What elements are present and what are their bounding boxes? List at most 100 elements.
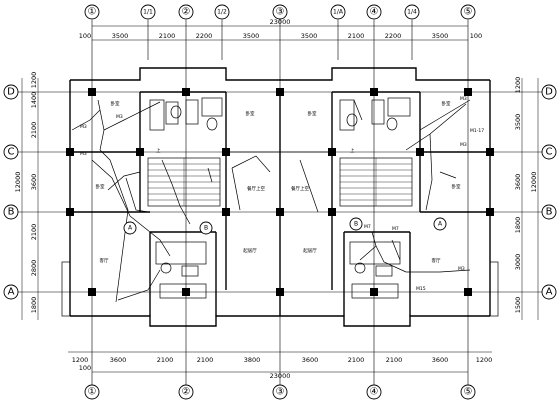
svg-text:②: ②	[182, 7, 191, 18]
svg-text:③: ③	[276, 387, 285, 398]
svg-text:2100: 2100	[30, 224, 38, 241]
svg-text:卧室: 卧室	[246, 110, 255, 117]
svg-text:C: C	[8, 147, 15, 158]
top-axis-bubbles: ① 1/1 ② 1/2 ③ 1/A ④ 1/4 ⑤	[84, 4, 476, 20]
svg-text:上: 上	[156, 147, 161, 154]
callouts: A B B A	[123, 217, 447, 235]
bathroom-fixtures	[149, 97, 411, 299]
svg-text:餐厅上空: 餐厅上空	[291, 185, 309, 192]
axis-label-1: ①	[88, 7, 97, 18]
building-walls	[61, 67, 499, 327]
svg-text:A: A	[546, 287, 553, 298]
svg-text:M7: M7	[392, 226, 399, 232]
svg-text:3500: 3500	[243, 32, 260, 40]
svg-text:100: 100	[79, 364, 91, 372]
bottom-dimensions: 1200 3600 2100 2100 3800 3600 2100 2100 …	[68, 351, 493, 380]
svg-text:1800: 1800	[514, 217, 522, 234]
svg-text:3600: 3600	[302, 356, 319, 364]
svg-text:⑤: ⑤	[464, 387, 473, 398]
svg-text:M3: M3	[116, 114, 123, 120]
svg-text:B: B	[204, 225, 208, 232]
bottom-axis-bubbles: ① ② ③ ④ ⑤	[84, 384, 476, 400]
svg-text:A: A	[128, 225, 133, 232]
svg-text:3600: 3600	[110, 356, 127, 364]
room-labels: 卧室 卧室 卧室 卧室 卧室 卧室 客厅 客厅 起居厅 起居厅 餐厅上空 餐厅上…	[96, 100, 461, 264]
svg-text:1400: 1400	[30, 92, 38, 109]
svg-text:C: C	[546, 147, 553, 158]
svg-text:A: A	[438, 221, 443, 228]
svg-text:1200: 1200	[514, 77, 522, 94]
svg-text:2200: 2200	[196, 32, 213, 40]
svg-text:④: ④	[370, 387, 379, 398]
svg-text:2100: 2100	[386, 356, 403, 364]
svg-text:A: A	[8, 287, 15, 298]
svg-text:④: ④	[370, 7, 379, 18]
svg-text:1/2: 1/2	[217, 9, 227, 16]
svg-text:3500: 3500	[432, 32, 449, 40]
svg-text:M15: M15	[416, 286, 426, 292]
svg-text:M1-17: M1-17	[470, 128, 484, 134]
stairs-left	[147, 157, 221, 207]
svg-text:M3: M3	[80, 151, 87, 157]
svg-text:卧室: 卧室	[96, 183, 105, 190]
left-dimensions: 12000 1200 1400 2100 3600 2100 2800 1800	[14, 72, 39, 320]
svg-text:客厅: 客厅	[100, 257, 109, 264]
svg-text:M3: M3	[460, 142, 467, 148]
svg-text:1/4: 1/4	[407, 9, 417, 16]
svg-text:2100: 2100	[348, 356, 365, 364]
svg-text:D: D	[545, 87, 553, 98]
svg-text:3600: 3600	[514, 174, 522, 191]
svg-text:2100: 2100	[157, 356, 174, 364]
svg-text:1200: 1200	[476, 356, 493, 364]
svg-text:①: ①	[88, 387, 97, 398]
svg-text:1200: 1200	[72, 356, 89, 364]
svg-text:2100: 2100	[159, 32, 176, 40]
svg-text:2200: 2200	[385, 32, 402, 40]
svg-text:上: 上	[350, 147, 355, 154]
svg-text:起居厅: 起居厅	[303, 248, 317, 254]
svg-text:卧室: 卧室	[111, 100, 120, 107]
svg-text:1/1: 1/1	[143, 9, 153, 16]
svg-text:2100: 2100	[197, 356, 214, 364]
svg-text:卧室: 卧室	[452, 183, 461, 190]
svg-text:B: B	[546, 207, 553, 218]
svg-text:起居厅: 起居厅	[243, 248, 257, 254]
svg-text:3500: 3500	[112, 32, 129, 40]
top-total-dim: 23000	[270, 18, 291, 26]
svg-text:3000: 3000	[514, 254, 522, 271]
svg-text:M7: M7	[364, 224, 371, 230]
svg-text:M3: M3	[80, 124, 87, 130]
svg-text:3500: 3500	[301, 32, 318, 40]
svg-text:卧室: 卧室	[442, 100, 451, 107]
stairs-right	[339, 157, 413, 207]
svg-text:B: B	[8, 207, 15, 218]
axis-grid	[18, 20, 545, 385]
svg-text:2100: 2100	[30, 122, 38, 139]
svg-text:3800: 3800	[244, 356, 261, 364]
svg-text:客厅: 客厅	[432, 257, 441, 264]
svg-text:卧室: 卧室	[308, 110, 317, 117]
svg-text:⑤: ⑤	[464, 7, 473, 18]
svg-text:M3: M3	[458, 266, 465, 272]
row-axis-bubbles: D C B A D C B A	[3, 84, 557, 300]
svg-text:D: D	[7, 87, 15, 98]
svg-text:100: 100	[79, 32, 91, 40]
svg-text:③: ③	[276, 7, 285, 18]
right-dimensions: 12000 1200 3500 3600 1800 3000 1500	[514, 77, 539, 320]
svg-text:1200: 1200	[30, 72, 38, 89]
svg-text:100: 100	[470, 32, 482, 40]
svg-text:12000: 12000	[530, 172, 538, 193]
svg-text:3500: 3500	[514, 114, 522, 131]
svg-text:3600: 3600	[30, 174, 38, 191]
node-labels: M3 M1-17 M3 M3 M3 M15 M7 M7 M3 M3 上 上	[80, 96, 484, 292]
electrical-wiring	[71, 99, 471, 303]
svg-text:1500: 1500	[514, 297, 522, 314]
svg-text:1800: 1800	[30, 297, 38, 314]
svg-text:3600: 3600	[432, 356, 449, 364]
svg-text:M3: M3	[460, 96, 467, 102]
top-dimensions: 23000 3500 2100 2200 3500 3500 2100 2200…	[79, 18, 482, 41]
bottom-total-dim: 23000	[270, 372, 291, 380]
svg-text:②: ②	[182, 387, 191, 398]
svg-text:2800: 2800	[30, 260, 38, 277]
